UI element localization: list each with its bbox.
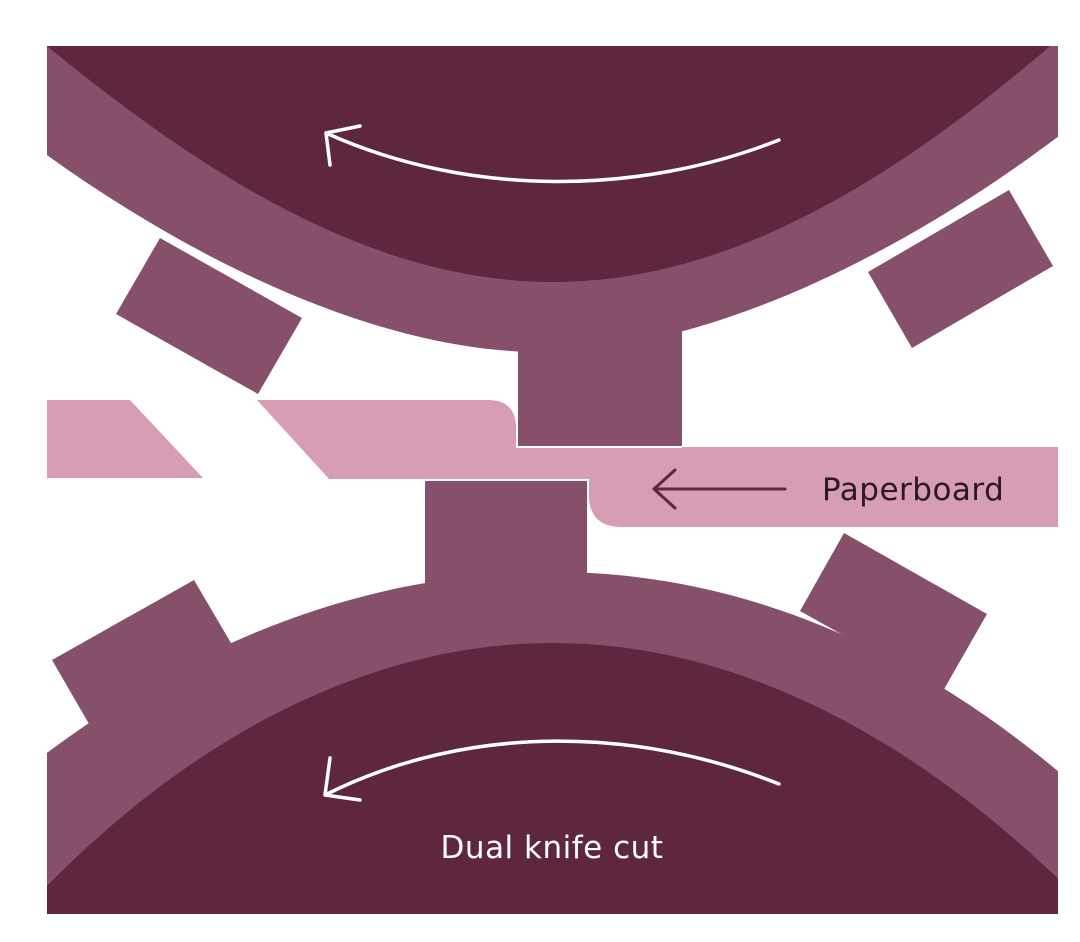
lower-roller-core xyxy=(47,643,1058,914)
lower-roller xyxy=(47,481,1058,914)
dual-knife-cut-label: Dual knife cut xyxy=(441,830,664,866)
paperboard-direction-arrow-icon xyxy=(652,468,787,510)
paperboard-sheet xyxy=(257,400,1058,527)
paperboard-label: Paperboard xyxy=(822,472,1004,508)
upper-knife-tooth xyxy=(518,330,682,446)
upper-gear-tooth xyxy=(116,238,302,394)
paperboard-cut-scrap xyxy=(47,400,203,478)
upper-rotation-arrow-icon xyxy=(324,124,781,184)
paperboard-strip xyxy=(47,400,1058,527)
lower-gear-tooth xyxy=(52,580,238,736)
upper-roller xyxy=(47,46,1058,446)
lower-knife-tooth xyxy=(425,481,587,591)
upper-roller-core xyxy=(47,46,1051,282)
lower-rotation-arrow-icon xyxy=(323,739,781,802)
upper-gear-tooth xyxy=(868,190,1053,348)
lower-gear-tooth xyxy=(800,533,987,691)
paperboard-cut-line xyxy=(330,446,682,481)
